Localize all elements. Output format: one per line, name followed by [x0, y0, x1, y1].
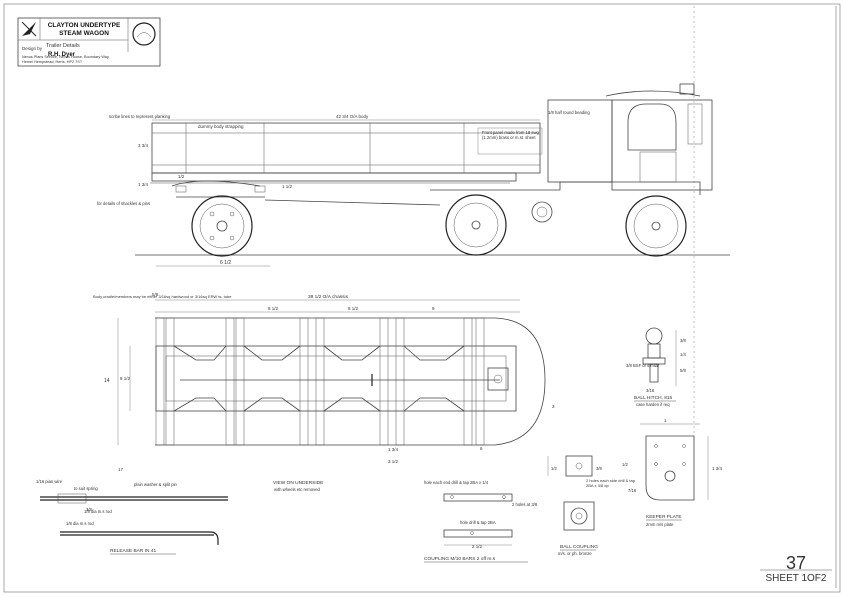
coupling-bars-detail: hole each end drill & tap 2BA x 1/4 2 ho…: [424, 480, 538, 563]
dim-keeper-a: 1/2: [622, 462, 628, 467]
note-half-round: 1/8 half round beading: [548, 110, 590, 115]
dim-width-outer: 14: [104, 378, 110, 384]
dim-keeper-width: 1: [664, 418, 667, 423]
ball-coupling-caption: BALL COUPLING: [560, 544, 598, 550]
dim-body-height: 3 3/4: [138, 143, 149, 148]
dim-small: 1 1/2: [282, 184, 293, 189]
note-pian-wire: 1/16 pian wire: [36, 479, 63, 484]
release-bar-detail: 1/16 pian wire to suit spring plain wash…: [36, 467, 228, 555]
dim-bay-2: 8 1/2: [348, 306, 359, 311]
designer-name: R.H. Dyer: [48, 52, 76, 58]
dim-coupling-a: 1/2: [551, 466, 557, 471]
dim-coupling-length: 2 1/2: [472, 544, 483, 549]
note-shackles: for details of shackles & pins: [97, 201, 150, 206]
note-drill-top: hole each end drill & tap 2BA x 1/4: [424, 480, 489, 485]
sheet-id: 37 SHEET 1OF2: [760, 553, 832, 584]
sheet-border: [3, 3, 841, 593]
release-bar-caption: RELEASE BAR IN 41: [110, 548, 156, 554]
ball-hitch-caption: BALL HITCH, 815: [634, 395, 673, 401]
address-line1: Nexus Plans Service, Nexus House, Bounda…: [22, 55, 110, 59]
trailer-wheel: [191, 195, 253, 257]
dim-hitch-b: 1/4: [680, 352, 686, 357]
underside-title: VIEW ON UNDERSIDE: [273, 480, 323, 486]
dim-bay-1: 8 1/2: [268, 306, 279, 311]
note-split-pin: plain washer & split pin: [134, 482, 177, 487]
note-scribe-lines: scribe lines to represent planking: [109, 114, 171, 119]
dim-release-length: 17: [118, 467, 124, 472]
dim-plan-left: 5/8: [152, 292, 159, 297]
note-coupling-holes: 2 holes each side drill & tap 2BA x 3/8 …: [586, 478, 635, 488]
wagon-rear-wheel: [445, 194, 507, 256]
ball-hitch-sub: case harden if req: [636, 402, 670, 407]
plan-view: 38 1/2 O/A chassis Body cradle/members m…: [93, 292, 555, 464]
underside-caption: VIEW ON UNDERSIDE with wheels etc remove…: [273, 480, 323, 492]
ball-hitch-detail: 3/8 BSF or similar 3/8 1/4 5/8 3/16 BALL…: [626, 327, 686, 407]
keeper-plate-caption: KEEPER PLATE: [646, 514, 682, 520]
dim-hitch-c: 5/8: [680, 368, 686, 373]
keeper-plate-detail: 1 1 3/4 1/2 7/16 KEEPER PLATE 2mm m/s pl…: [622, 418, 723, 527]
wagon-front-wheel: [625, 195, 687, 257]
note-body-members: Body cradle/members may be either 3/16sq…: [93, 294, 232, 299]
sheet-number: 37: [786, 553, 806, 573]
dim-body-length: 42 3/4 O/A body: [336, 114, 369, 119]
dim-hitch-d: 3/16: [646, 388, 655, 393]
title-subtitle: Trailer Details: [46, 43, 80, 49]
dim-chassis-height: 1 3/4: [138, 182, 149, 187]
keeper-plate-sub: 2mm m/s plate: [646, 522, 674, 527]
dim-bottom-a: 1 3/4: [388, 447, 399, 452]
dim-width-inner: 8 1/2: [120, 376, 131, 381]
dim-bottom-d: 3: [552, 404, 555, 409]
title-block: CLAYTON UNDERTYPE STEAM WAGON Trailer De…: [17, 17, 161, 67]
dim-bottom-c: 6: [480, 446, 483, 451]
underside-sub: with wheels etc removed: [274, 487, 321, 492]
note-two-holes: 2 holes at 3/8: [512, 502, 538, 507]
side-elevation: scribe lines to represent planking dummy…: [97, 83, 730, 267]
dim-release-small: 3/8: [86, 507, 92, 512]
note-drill-bottom: hole drill & tap 2BA: [460, 520, 496, 525]
note-ball-bsf: 3/8 BSF or similar: [626, 363, 660, 368]
dim-bottom-b: 3 1/2: [388, 459, 399, 464]
dim-bottom-length: 6 1/2: [220, 260, 231, 266]
dim-hitch-a: 3/8: [680, 338, 686, 343]
dim-bay-3: 9: [432, 306, 435, 311]
designer-label: Design by: [22, 46, 43, 51]
dim-ride: 1/2: [178, 174, 185, 179]
dim-coupling-b: 3/8: [596, 466, 602, 471]
coupling-bars-caption: COUPLING M/10 BARS 2 off m.s: [424, 556, 496, 562]
ball-coupling-sub: m/s. or ph. bronze: [558, 551, 592, 556]
dim-keeper-b: 7/16: [628, 488, 637, 493]
note-dummy-strapping: dummy body strapping: [198, 124, 244, 129]
note-ms-rod: 1/8 dia m.s rod: [84, 509, 112, 514]
address-line2: Hemel Hempstead, Herts, HP2 7ST: [22, 60, 83, 64]
nexus-logo: [21, 21, 37, 37]
title-line1: CLAYTON UNDERTYPE: [48, 22, 121, 29]
sheet-label: SHEET 1OF2: [766, 573, 827, 584]
note-front-panel: Front panel made from 18 swg (1.2mm) bra…: [482, 130, 539, 140]
title-line2: STEAM WAGON: [59, 30, 109, 37]
note-end-rod: 1/8 dia m.s rod: [66, 521, 94, 526]
magazine-seal-icon: [132, 22, 156, 46]
dim-keeper-height: 1 3/4: [712, 466, 723, 471]
ball-coupling-detail: 1/2 3/8 2 holes each side drill & tap 2B…: [547, 455, 635, 556]
note-suit-spring: to suit spring: [74, 486, 98, 491]
dim-chassis-length: 38 1/2 O/A chassis: [308, 294, 349, 300]
